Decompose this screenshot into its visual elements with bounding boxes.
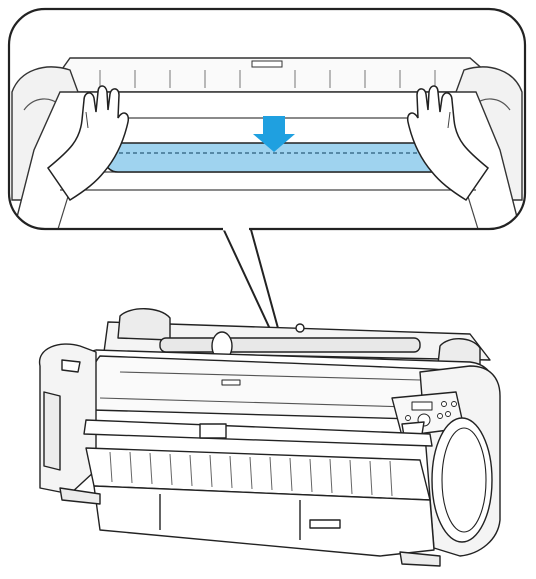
output-slot	[83, 419, 433, 447]
cover-ribs	[99, 70, 436, 88]
left-foot	[59, 487, 101, 505]
callout-border	[7, 7, 527, 231]
right-foot	[399, 551, 441, 567]
roll-shaft	[159, 337, 421, 353]
cover-tab	[251, 60, 283, 68]
left-roll-holder-printer	[117, 308, 171, 341]
right-roll-holder-printer	[437, 338, 481, 367]
left-hand-icon	[46, 85, 130, 202]
large-format-printer-icon	[38, 308, 501, 567]
output-guide-ribs	[109, 451, 393, 497]
magnified-callout	[7, 7, 527, 373]
down-arrow-icon	[253, 116, 295, 152]
callout-content	[9, 9, 525, 229]
right-hand-icon	[406, 85, 490, 202]
ink-tank-cover	[431, 417, 493, 543]
